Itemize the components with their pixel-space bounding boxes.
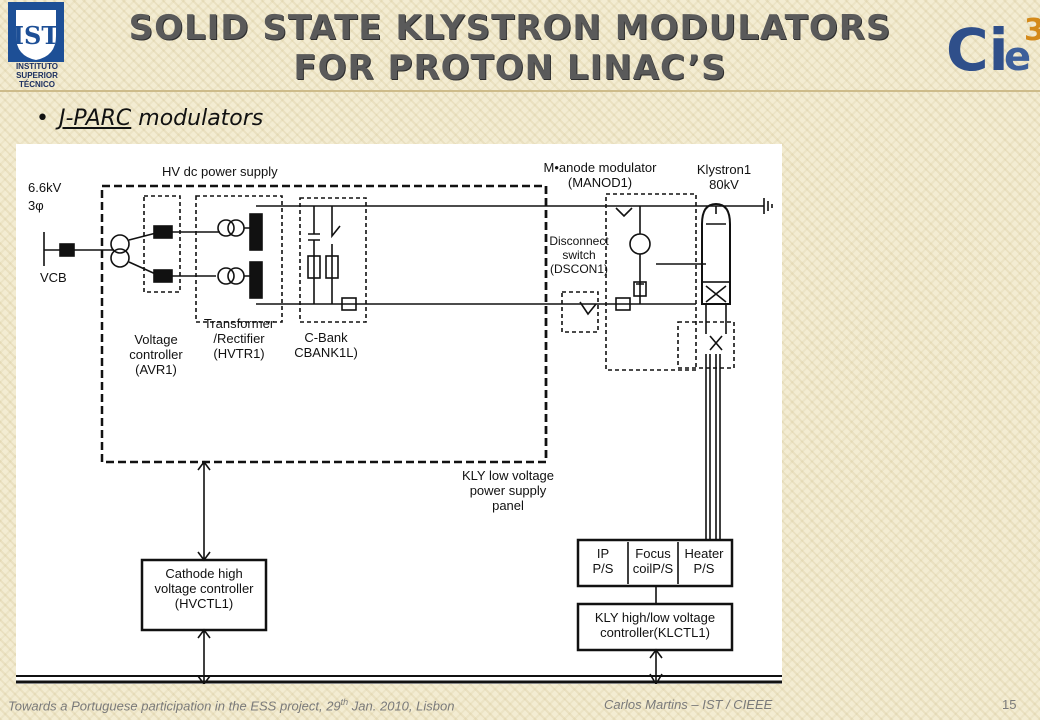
dscon1-label-line-1: Disconnect <box>549 234 609 248</box>
slide-title: SOLID STATE KLYSTRON MODULATORS FOR PROT… <box>80 8 940 88</box>
supply-voltage-label: 6.6kV <box>28 180 62 195</box>
focus-coil-ps-label: Focus coilP/S <box>628 546 678 576</box>
ist-logo-line-3: TÉCNICO <box>19 80 55 89</box>
hvtr1-label-line-2: /Rectifier <box>213 331 265 346</box>
hvctl1-label-line-2: voltage controller <box>154 581 254 596</box>
footer-author: Carlos Martins – IST / CIEEE <box>604 697 773 712</box>
ps-box <box>576 538 734 588</box>
avr1-label-line-2: controller <box>129 347 183 362</box>
slide-title-line-1: SOLID STATE KLYSTRON MODULATORS <box>128 8 892 48</box>
hvtr1-label-line-1: Transformer <box>203 316 275 331</box>
jparc-link[interactable]: J-PARC <box>58 106 132 131</box>
kly-lv-panel-label-line-1: KLY low voltage <box>461 468 555 483</box>
footer-event-sup: th <box>340 697 349 707</box>
circuit-diagram: 6.6kV 3φ VCB HV dc power supply Voltage … <box>16 144 782 684</box>
manod1-label-line-2: (MANOD1) <box>567 175 633 190</box>
svg-text:IST: IST <box>13 21 60 50</box>
hvtr1-box <box>195 195 283 323</box>
manod1-label-line-1: M•anode modulator <box>543 160 657 175</box>
ist-logo-line-1: INSTITUTO <box>15 62 59 71</box>
hvctl1-label-line-3: (HVCTL1) <box>174 596 234 611</box>
focus-coil-ps-label-line-1: Focus <box>635 546 671 561</box>
klctl1-label: KLY high/low voltage controller(KLCTL1) <box>578 610 732 640</box>
avr1-label: Voltage controller (AVR1) <box>116 332 196 377</box>
kly-lv-panel-label-line-2: power supply <box>469 483 547 498</box>
footer-event-suffix: Jan. 2010, Lisbon <box>348 698 455 714</box>
klystron-label: Klystron1 80kV <box>692 162 756 192</box>
hvtr1-label: Transformer /Rectifier (HVTR1) <box>196 316 282 361</box>
slide-number: 15 <box>1002 697 1017 712</box>
klctl1-label-line-1: KLY high/low voltage <box>594 610 716 625</box>
cbank1l-label-line-2: CBANK1L) <box>294 345 358 360</box>
avr1-box <box>143 195 181 293</box>
svg-text:e: e <box>1004 34 1031 80</box>
dscon1-label-line-3: (DSCON1) <box>549 262 608 276</box>
hvctl1-label-line-1: Cathode high <box>165 566 243 581</box>
kly-lv-panel-label-line-3: panel <box>492 498 524 513</box>
cbank1l-label: C-Bank CBANK1L) <box>286 330 366 360</box>
ist-logo-line-2: SUPERIOR <box>16 71 58 80</box>
klystron-label-line-2: 80kV <box>709 177 739 192</box>
dscon1-label-line-2: switch <box>562 248 596 262</box>
manod1-label: M•anode modulator (MANOD1) <box>530 160 670 190</box>
supply-phase-label: 3φ <box>28 198 44 213</box>
hvctl1-label: Cathode high voltage controller (HVCTL1) <box>142 566 266 611</box>
ip-ps-label-line-2: P/S <box>592 561 614 576</box>
heater-ps-label-line-1: Heater <box>684 546 724 561</box>
heater-ps-label-line-2: P/S <box>693 561 715 576</box>
klystron-label-line-1: Klystron1 <box>696 162 752 177</box>
cbank1l-label-line-1: C-Bank <box>304 330 348 345</box>
ip-ps-label: IP P/S <box>580 546 626 576</box>
dscon1-box <box>561 291 599 333</box>
klctl1-label-line-2: controller(KLCTL1) <box>600 625 710 640</box>
bullet-text: modulators <box>138 106 264 131</box>
ip-ps-label-line-1: IP <box>596 546 610 561</box>
heater-ps-label: Heater P/S <box>678 546 730 576</box>
hv-dc-label: HV dc power supply <box>162 164 278 179</box>
focus-coil-ps-label-line-2: coilP/S <box>632 561 674 576</box>
manod1-box <box>605 193 697 371</box>
bullet-item: • J-PARC modulators <box>36 106 263 131</box>
kly-lv-panel-label: KLY low voltage power supply panel <box>442 468 574 513</box>
title-divider <box>0 90 1040 92</box>
slide-title-line-2: FOR PROTON LINAC’S <box>293 48 727 88</box>
svg-text:Ci: Ci <box>946 16 1008 82</box>
cie3-logo: Ci e 3 <box>944 4 1040 84</box>
bullet-dot: • <box>36 106 49 131</box>
avr1-label-line-3: (AVR1) <box>135 362 177 377</box>
hvtr1-label-line-3: (HVTR1) <box>213 346 265 361</box>
svg-text:3: 3 <box>1024 13 1040 48</box>
dscon1-label: Disconnect switch (DSCON1) <box>544 234 614 276</box>
avr1-label-line-1: Voltage <box>134 332 178 347</box>
footer-event-prefix: Towards a Portuguese participation in th… <box>8 698 341 714</box>
vcb-label: VCB <box>40 270 67 285</box>
cbank1l-box <box>299 197 367 323</box>
footer-event: Towards a Portuguese participation in th… <box>8 697 454 713</box>
ist-logo: IST INSTITUTO SUPERIOR TÉCNICO <box>6 2 72 92</box>
